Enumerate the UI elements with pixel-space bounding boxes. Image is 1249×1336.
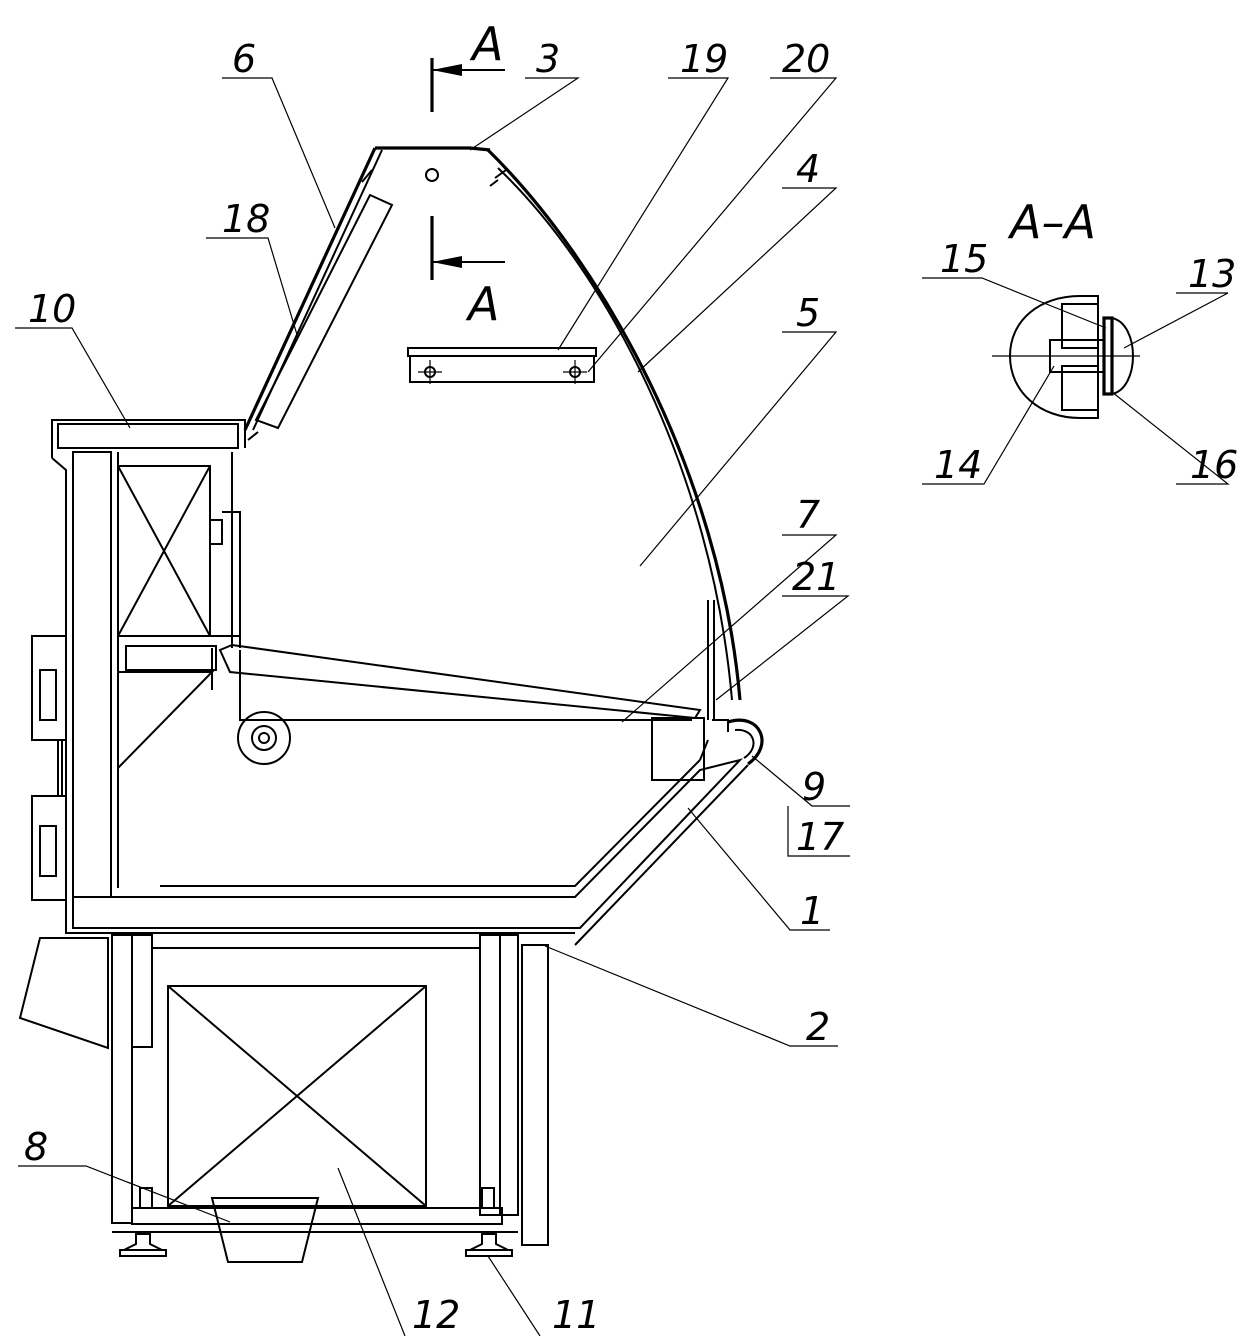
detail-section: A–A [992, 195, 1140, 419]
hood [243, 146, 742, 701]
section-mark-top: A [469, 17, 503, 71]
shelf [407, 347, 597, 384]
label-12: 12 [412, 1293, 460, 1336]
label-16: 16 [1190, 443, 1238, 487]
label-7: 7 [796, 493, 820, 537]
label-10: 10 [28, 287, 76, 331]
label-13: 13 [1188, 252, 1236, 296]
section-cut-marks: A A [430, 17, 505, 331]
section-mark-bottom: A [465, 277, 499, 331]
label-17: 17 [796, 815, 844, 859]
label-4: 4 [796, 147, 820, 191]
label-21: 21 [792, 555, 840, 599]
part-labels: 6 18 10 3 19 20 4 5 7 21 9 17 1 2 8 12 1… [24, 37, 1238, 1336]
cabinet-outline [51, 419, 749, 946]
label-15: 15 [940, 237, 988, 281]
tray [218, 600, 715, 781]
stand [18, 934, 549, 1263]
label-18: 18 [222, 197, 270, 241]
label-19: 19 [680, 37, 728, 81]
insulation-body [57, 423, 744, 929]
label-20: 20 [782, 37, 830, 81]
section-title: A–A [1007, 195, 1096, 249]
label-3: 3 [536, 37, 560, 81]
front-nose [712, 718, 764, 766]
label-11: 11 [552, 1293, 600, 1336]
label-8: 8 [24, 1125, 48, 1169]
label-9: 9 [802, 765, 826, 809]
evaporator [117, 452, 241, 769]
label-2: 2 [806, 1005, 830, 1049]
label-14: 14 [934, 443, 982, 487]
label-5: 5 [796, 291, 820, 335]
label-1: 1 [800, 889, 824, 933]
rear-doors [31, 635, 67, 901]
leader-lines [15, 77, 1230, 1336]
label-6: 6 [232, 37, 256, 81]
